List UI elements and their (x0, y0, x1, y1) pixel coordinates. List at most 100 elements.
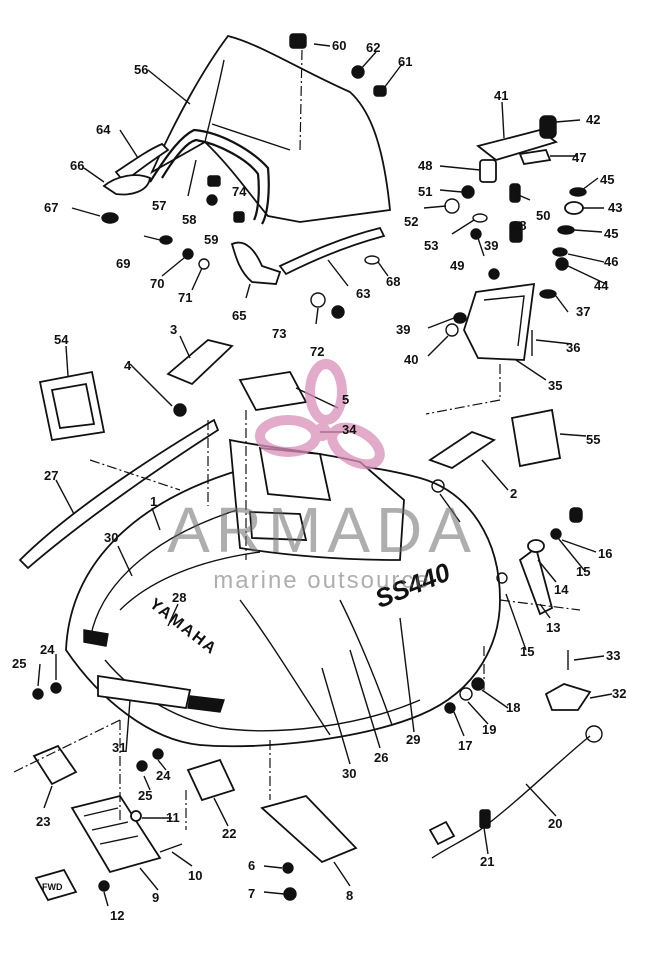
callout-35: 35 (548, 378, 562, 393)
callout-4: 4 (124, 358, 132, 373)
nut-12 (98, 880, 110, 892)
bracket-22 (186, 758, 236, 802)
callout-31: 31 (112, 740, 126, 755)
callout-30b: 30 (342, 766, 356, 781)
callout-70: 70 (150, 276, 164, 291)
callout-49: 49 (450, 258, 464, 273)
washer-52 (444, 198, 460, 214)
knob-42 (539, 115, 557, 139)
callout-29: 29 (406, 732, 420, 747)
pad-5 (238, 371, 308, 411)
bracket-41 (476, 129, 558, 161)
nut-6 (282, 862, 294, 874)
lens-31 (97, 674, 192, 710)
callout-22: 22 (222, 826, 236, 841)
latch-32 (544, 683, 592, 711)
callout-64: 64 (96, 122, 111, 137)
callout-41: 41 (494, 88, 508, 103)
windshield (150, 34, 391, 223)
hinge-hardware-right (444, 507, 592, 714)
callout-71: 71 (178, 290, 192, 305)
grommet-4b (431, 479, 445, 493)
hood-pads (38, 339, 562, 493)
callout-47: 47 (572, 150, 586, 165)
callout-66: 66 (70, 158, 84, 173)
callout-51: 51 (418, 184, 432, 199)
nut-51 (461, 185, 475, 199)
callout-7: 7 (248, 886, 255, 901)
callout-43: 43 (608, 200, 622, 215)
callout-46: 46 (604, 254, 618, 269)
nut-58 (207, 175, 221, 187)
callout-6: 6 (248, 858, 255, 873)
callout-74: 74 (232, 184, 247, 199)
part-callouts: 1 2 3 4 5 6 7 8 9 10 11 12 13 14 15 15 1… (12, 38, 626, 923)
bracket-23 (32, 744, 78, 786)
grommet-68 (364, 255, 380, 265)
callout-34: 34 (342, 422, 357, 437)
callout-26: 26 (374, 750, 388, 765)
watermark: ARMADA marine outsource (167, 359, 477, 594)
meter-housing (444, 115, 587, 361)
washer-71 (198, 258, 210, 270)
nut-74 (233, 211, 245, 223)
windshield-trims (102, 142, 386, 285)
callout-2: 2 (510, 486, 517, 501)
washer-72 (331, 305, 345, 319)
washer-7 (283, 887, 297, 901)
callout-27: 27 (44, 468, 58, 483)
washer-24-b (152, 748, 164, 760)
callout-45: 45 (600, 172, 614, 187)
plate-47 (518, 149, 552, 165)
watermark-brand: ARMADA (167, 494, 477, 566)
callout-52: 52 (404, 214, 418, 229)
bolt-50 (509, 183, 521, 203)
washer-70 (182, 248, 194, 260)
clip-37 (539, 289, 557, 299)
callout-72: 72 (310, 344, 324, 359)
callout-44: 44 (594, 278, 609, 293)
windshield-frame (149, 128, 270, 225)
washer-59 (206, 194, 218, 206)
washer-15-b (496, 572, 508, 584)
callout-24b: 24 (156, 768, 171, 783)
nut-17 (444, 702, 456, 714)
callout-19: 19 (482, 722, 496, 737)
clip-11 (130, 810, 142, 822)
callout-40: 40 (404, 352, 418, 367)
front-tag-label: FWD (42, 882, 63, 892)
callout-25b: 25 (138, 788, 152, 803)
callout-48: 48 (418, 158, 432, 173)
callout-3: 3 (170, 322, 177, 337)
callout-28: 28 (172, 590, 186, 605)
pad-2 (428, 430, 496, 470)
grommet-44 (555, 257, 569, 271)
callout-68: 68 (386, 274, 400, 289)
grommet-53 (472, 213, 488, 223)
washer-25-a (32, 688, 44, 700)
callout-8: 8 (346, 888, 353, 903)
washer-40 (445, 323, 459, 337)
watermark-tagline: marine outsource (213, 567, 430, 594)
callout-24: 24 (40, 642, 55, 657)
trim-66 (102, 174, 151, 196)
callout-56: 56 (134, 62, 148, 77)
clip-45-b (557, 225, 575, 235)
leader-lines (37, 43, 613, 907)
callout-62: 62 (366, 40, 380, 55)
washer-18 (471, 677, 485, 691)
callout-65: 65 (232, 308, 246, 323)
callout-5: 5 (342, 392, 349, 407)
pad-3 (166, 339, 234, 386)
arm-13 (518, 546, 554, 616)
callout-55: 55 (586, 432, 600, 447)
washer-19 (459, 687, 473, 701)
bolt-60 (289, 33, 307, 49)
callout-54: 54 (54, 332, 69, 347)
nut-39-top (488, 268, 500, 280)
stripe-27 (18, 418, 220, 570)
callout-57: 57 (152, 198, 166, 213)
callout-32: 32 (612, 686, 626, 701)
